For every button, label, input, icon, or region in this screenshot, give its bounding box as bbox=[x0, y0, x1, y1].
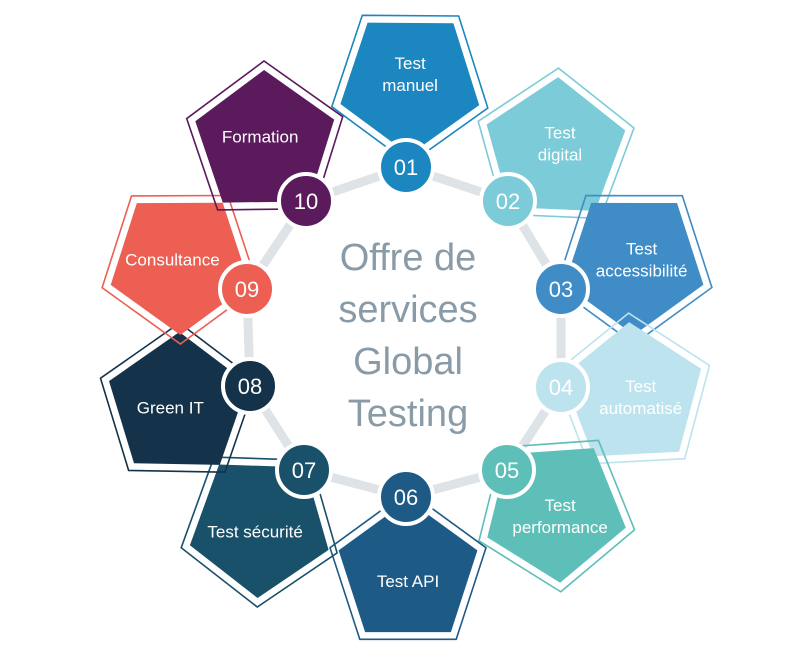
number-badge-09: 09 bbox=[218, 260, 276, 318]
center-title-line: Offre de bbox=[340, 237, 477, 279]
badge-circle bbox=[479, 172, 537, 230]
badge-circle bbox=[532, 358, 590, 416]
center-title-line: Testing bbox=[348, 393, 468, 435]
number-badge-07: 07 bbox=[275, 441, 333, 499]
pentagon-shape bbox=[189, 464, 329, 598]
service-item-04: Test automatisé bbox=[552, 312, 711, 465]
pentagon-shape bbox=[110, 202, 250, 335]
badge-circle bbox=[275, 441, 333, 499]
number-badge-02: 02 bbox=[479, 172, 537, 230]
number-badge-05: 05 bbox=[478, 441, 536, 499]
badge-number: 04 bbox=[549, 375, 573, 400]
service-label: Test bbox=[544, 124, 575, 143]
number-badges: 01 02 03 04 05 06 07 08 09 10 bbox=[218, 138, 590, 526]
pentagon-shape bbox=[195, 70, 335, 203]
number-badge-06: 06 bbox=[377, 468, 435, 526]
number-badge-04: 04 bbox=[532, 358, 590, 416]
badge-circle bbox=[377, 138, 435, 196]
service-item-07: Test sécurité bbox=[180, 456, 339, 608]
badge-circle bbox=[277, 172, 335, 230]
pentagon-shape bbox=[340, 22, 480, 155]
service-item-08: Green IT bbox=[99, 322, 258, 474]
service-label: Test bbox=[545, 496, 576, 515]
service-label: Formation bbox=[222, 128, 299, 147]
badge-circle bbox=[221, 357, 279, 415]
badge-circle bbox=[377, 468, 435, 526]
pentagon-shape bbox=[338, 500, 478, 633]
pentagon-outline bbox=[477, 67, 635, 220]
service-item-06: Test API bbox=[329, 490, 487, 641]
service-label: Test bbox=[626, 240, 657, 259]
pentagon-outline bbox=[99, 322, 258, 474]
badge-number: 01 bbox=[394, 155, 418, 180]
service-label: manuel bbox=[382, 76, 438, 95]
pentagon-outline bbox=[185, 60, 344, 211]
service-label: automatisé bbox=[599, 399, 682, 418]
service-pentagons: TestmanuelTestdigitalTestaccessibilitéTe… bbox=[99, 14, 713, 641]
badge-number: 07 bbox=[292, 458, 316, 483]
service-label: Green IT bbox=[137, 398, 204, 417]
pentagon-shape bbox=[564, 202, 704, 335]
pentagon-outline bbox=[101, 194, 260, 345]
badge-circle bbox=[478, 441, 536, 499]
service-label: Test bbox=[625, 377, 656, 396]
number-badge-10: 10 bbox=[277, 172, 335, 230]
badge-number: 09 bbox=[235, 277, 259, 302]
badge-number: 02 bbox=[496, 189, 520, 214]
center-title-line: Global bbox=[353, 341, 463, 383]
badge-circle bbox=[218, 260, 276, 318]
badge-number: 05 bbox=[495, 458, 519, 483]
service-label: digital bbox=[538, 146, 582, 165]
badge-circle bbox=[532, 260, 590, 318]
service-label: accessibilité bbox=[596, 262, 688, 281]
service-item-09: Consultance bbox=[101, 194, 260, 345]
service-item-01: Test manuel bbox=[330, 14, 489, 165]
service-label: Test sécurité bbox=[207, 522, 302, 541]
pentagon-shape bbox=[562, 322, 702, 457]
badge-number: 10 bbox=[294, 189, 318, 214]
service-item-10: Formation bbox=[185, 60, 344, 211]
service-label: Consultance bbox=[125, 251, 220, 270]
service-label: Test bbox=[395, 54, 426, 73]
pentagon-outline bbox=[330, 14, 489, 165]
badge-number: 06 bbox=[394, 485, 418, 510]
number-badge-08: 08 bbox=[221, 357, 279, 415]
badge-number: 03 bbox=[549, 277, 573, 302]
badge-number: 08 bbox=[238, 374, 262, 399]
pentagon-outline bbox=[478, 439, 636, 593]
number-badge-03: 03 bbox=[532, 260, 590, 318]
pentagon-outline bbox=[552, 312, 711, 465]
pentagon-shape bbox=[109, 332, 248, 465]
service-label: performance bbox=[512, 518, 607, 537]
number-badge-01: 01 bbox=[377, 138, 435, 196]
pentagon-outline bbox=[329, 490, 487, 641]
center-title-line: services bbox=[338, 289, 477, 331]
service-label: Test API bbox=[377, 572, 439, 591]
